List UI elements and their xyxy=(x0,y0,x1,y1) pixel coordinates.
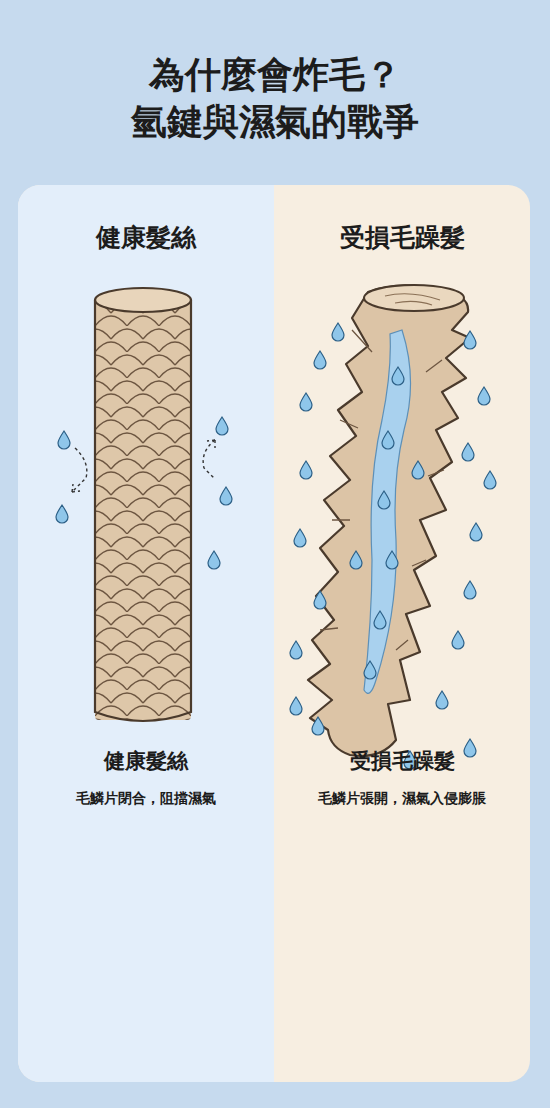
water-droplet xyxy=(412,461,424,479)
water-droplet xyxy=(300,393,312,411)
water-droplet xyxy=(332,323,344,341)
water-droplet xyxy=(290,641,302,659)
water-droplet xyxy=(56,505,68,523)
water-droplet xyxy=(294,529,306,547)
water-droplet xyxy=(312,717,324,735)
water-droplet xyxy=(314,351,326,369)
water-droplet xyxy=(452,631,464,649)
water-droplet xyxy=(464,581,476,599)
water-droplet xyxy=(436,691,448,709)
water-droplet xyxy=(208,551,220,569)
water-droplet xyxy=(464,331,476,349)
water-droplet xyxy=(464,739,476,757)
panel-heading: 受損毛躁髮 xyxy=(274,221,530,254)
water-droplet xyxy=(364,661,376,679)
deflect-arrows xyxy=(72,440,215,492)
water-droplet xyxy=(462,443,474,461)
panel-left-ground xyxy=(18,185,274,1082)
water-droplet xyxy=(382,431,394,449)
water-droplet xyxy=(378,491,390,509)
water-droplet xyxy=(484,471,496,489)
damaged-hair xyxy=(308,285,470,756)
water-droplet xyxy=(386,551,398,569)
hair-label: 受損毛躁髮 xyxy=(274,747,530,775)
healthy-hair xyxy=(95,288,191,721)
title: 為什麼會炸毛？ 氫鍵與濕氣的戰爭 xyxy=(45,52,505,146)
water-droplet xyxy=(314,591,326,609)
water-droplet xyxy=(350,551,362,569)
water-droplet xyxy=(290,697,302,715)
water-droplet xyxy=(478,387,490,405)
panel-heading: 健康髮絲 xyxy=(18,221,274,254)
water-droplet xyxy=(374,611,386,629)
water-droplet xyxy=(392,367,404,385)
hair-label: 健康髮絲 xyxy=(18,747,274,775)
water-droplet xyxy=(300,461,312,479)
hair-panel: 受損毛躁髮受損毛躁髮毛鱗片張開，濕氣入侵膨脹 xyxy=(274,185,530,1082)
water-droplet xyxy=(470,523,482,541)
water-droplet xyxy=(216,417,228,435)
description: 毛鱗片閉合，阻擋濕氣 xyxy=(18,789,274,808)
description: 毛鱗片張開，濕氣入侵膨脹 xyxy=(274,789,530,808)
water-droplets xyxy=(56,323,496,769)
water-droplet xyxy=(58,431,70,449)
hair-panel: 健康髮絲健康髮絲毛鱗片閉合，阻擋濕氣 xyxy=(18,185,274,1082)
panel-ground xyxy=(18,185,530,1082)
water-droplet xyxy=(220,487,232,505)
